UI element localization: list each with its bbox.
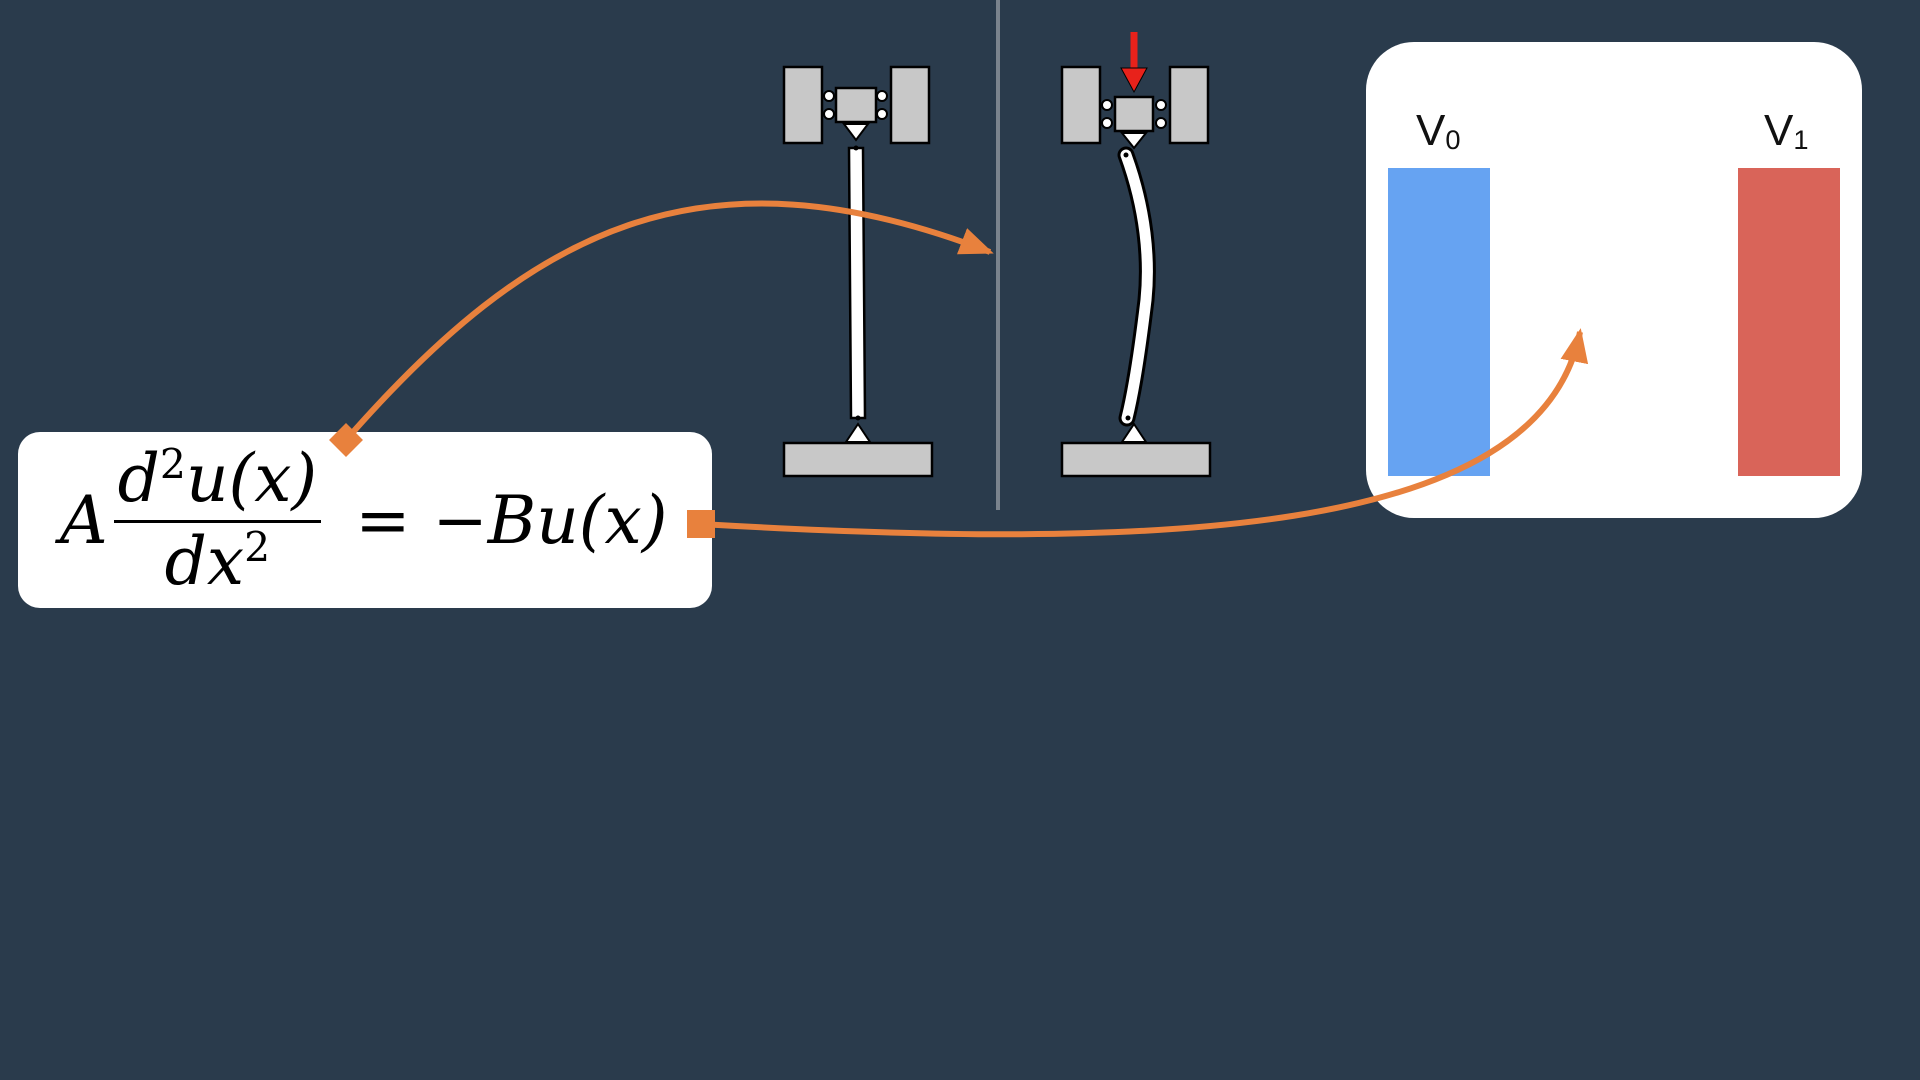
denominator-exponent: 2 — [244, 523, 271, 571]
mems-device-bent-icon — [1060, 65, 1212, 478]
equation-to-voltage-arrow — [699, 328, 1589, 538]
voltage-panel: V0 V1 — [1366, 42, 1862, 518]
v0-label: V0 — [1416, 106, 1461, 156]
numerator-function: u(x) — [185, 439, 318, 517]
v1-subscript: 1 — [1793, 124, 1809, 156]
v0-subscript: 0 — [1445, 124, 1461, 156]
force-arrow-icon — [1120, 32, 1148, 94]
connector-arrows — [329, 200, 1589, 538]
equation-card: A d2u(x) dx2 = −Bu(x) — [18, 432, 712, 608]
differential-equation: A d2u(x) dx2 = −Bu(x) — [60, 432, 668, 608]
equals-sign: = — [355, 481, 411, 559]
equation-to-device-arrow — [343, 200, 994, 442]
v0-symbol: V — [1416, 106, 1446, 155]
coefficient-a: A — [60, 481, 108, 559]
arrow-start-square — [687, 510, 715, 538]
v1-symbol: V — [1764, 106, 1794, 155]
v0-bar — [1388, 168, 1490, 476]
mems-device-rest-icon — [782, 65, 934, 478]
equation-rhs: −Bu(x) — [432, 481, 668, 559]
second-derivative-fraction: d2u(x) dx2 — [113, 444, 322, 595]
fraction-numerator: d2u(x) — [114, 444, 322, 512]
v1-bar — [1738, 168, 1840, 476]
numerator-exponent: 2 — [159, 440, 186, 488]
numerator-d: d — [117, 439, 160, 517]
denominator-dx: dx — [164, 522, 245, 600]
fraction-denominator: dx2 — [161, 527, 275, 595]
v1-label: V1 — [1764, 106, 1809, 156]
fraction-bar — [113, 519, 322, 523]
